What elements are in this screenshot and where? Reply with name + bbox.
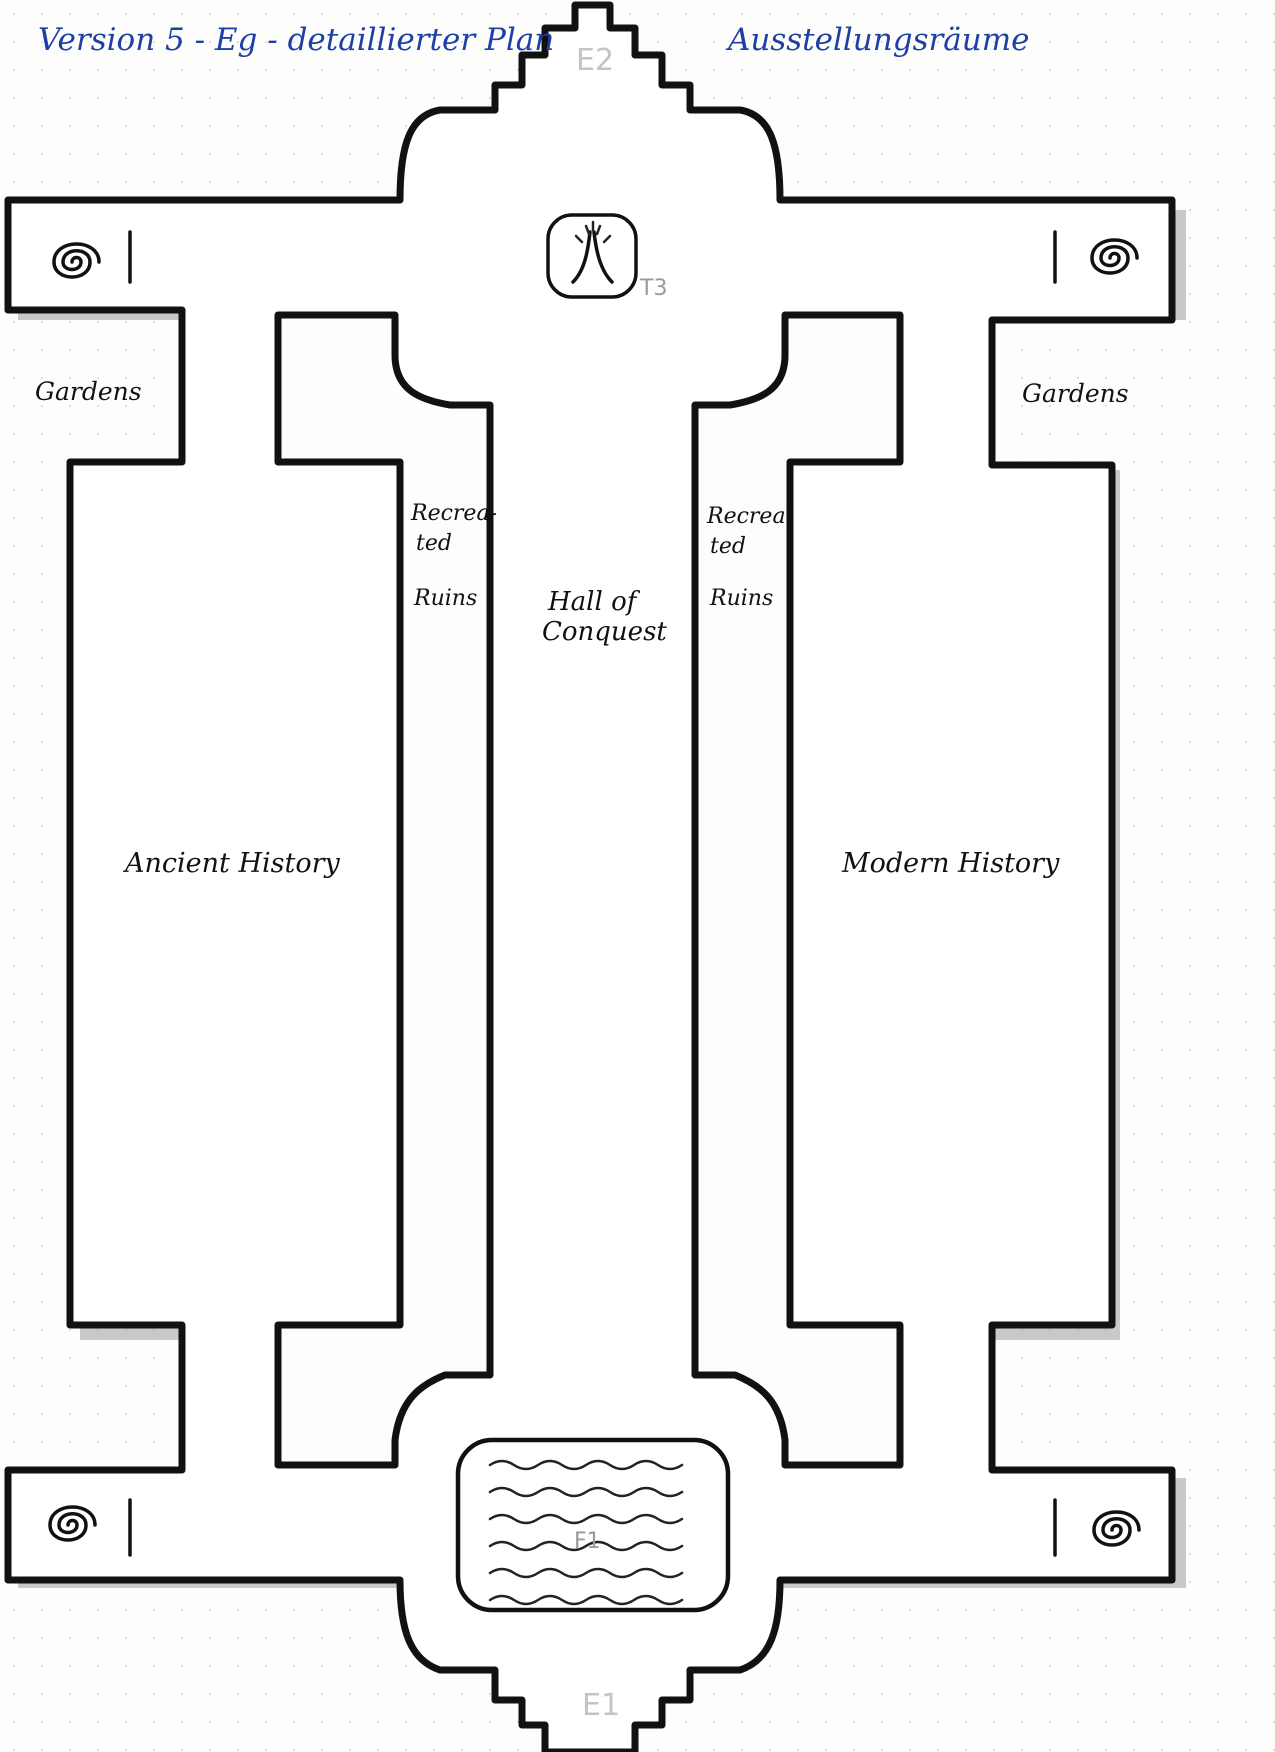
plan-title: Version 5 - Eg - detaillierter Plan [38,22,554,58]
room-label-ruins-left-line2: ted [416,531,452,556]
room-label-ruins-left-line3: Ruins [413,586,477,611]
left-inner-wall [274,311,494,1469]
room-label-ruins-right-line1: Recrea- [706,504,793,529]
spiral-icon [1053,1498,1141,1557]
entrance-marker-bottom: E1 [582,1688,620,1723]
spiral-icon [52,230,132,284]
room-label-ancient-history: Ancient History [122,848,340,879]
fountain-marker-label: F1 [574,1529,601,1554]
room-label-ruins-left-line1: Recrea- [410,501,497,526]
room-label-ruins-right-line3: Ruins [709,586,773,611]
spiral-icon [1053,230,1139,284]
room-label-hall-line1: Hall of [547,587,641,617]
water-waves-icon [455,1437,731,1613]
room-label-hall-line2: Conquest [542,617,667,647]
room-label-gardens-left: Gardens [35,377,142,406]
spiral-icon [48,1498,132,1557]
plan-subtitle: Ausstellungsräume [725,22,1030,58]
tree-icon [546,213,638,299]
room-label-modern-history: Modern History [841,848,1060,879]
tree-marker-label: T3 [639,276,667,301]
room-label-gardens-right: Gardens [1022,379,1129,408]
right-inner-wall [691,311,904,1469]
entrance-marker-top: E2 [576,43,614,78]
room-label-ruins-right-line2: ted [710,534,746,559]
